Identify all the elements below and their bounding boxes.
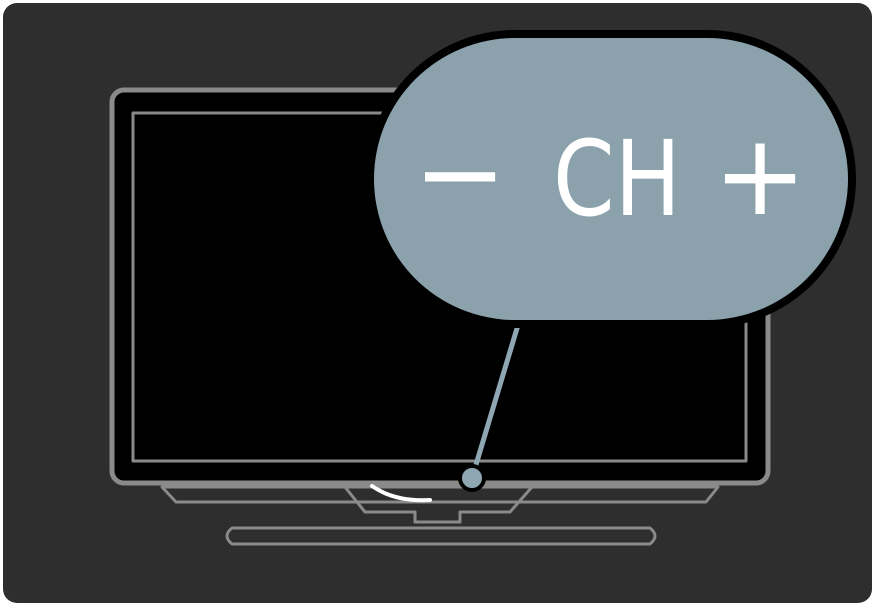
callout-pointer-dot [460,466,484,490]
channel-button-callout-icon: − CH + [366,30,856,328]
channel-ch-label: CH [553,118,681,240]
channel-minus-label: − [413,109,507,239]
channel-plus-label: + [713,111,807,241]
